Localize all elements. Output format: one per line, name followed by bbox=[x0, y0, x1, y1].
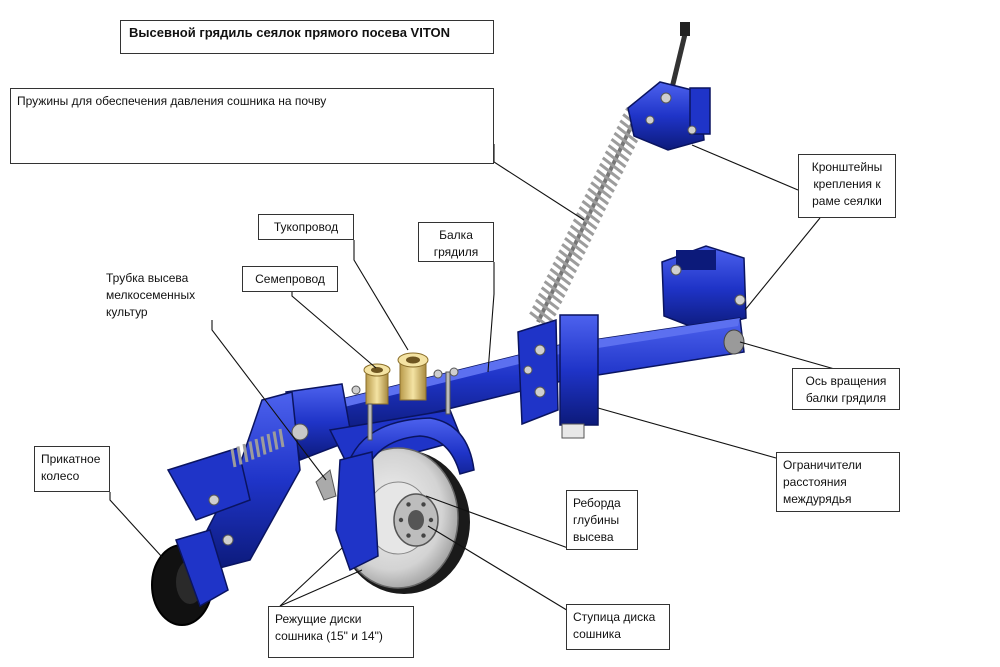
diagram-title: Высевной грядиль сеялок прямого посева V… bbox=[120, 20, 494, 54]
label-pivot-axis: Ось вращения балки грядиля bbox=[792, 368, 900, 410]
spring-coil bbox=[581, 199, 604, 218]
hub-bolt bbox=[398, 517, 404, 523]
rear-mount-bracket bbox=[661, 245, 747, 331]
spring-coil bbox=[569, 224, 592, 243]
front-spring-coil bbox=[278, 428, 285, 448]
spring-coil bbox=[552, 261, 575, 280]
spring-coil bbox=[549, 267, 572, 286]
front-spring-coil bbox=[254, 438, 261, 458]
spring-coil bbox=[616, 125, 639, 144]
front-spring-coil bbox=[260, 436, 267, 455]
spring-coil bbox=[532, 304, 554, 323]
spring-coil bbox=[587, 187, 610, 206]
spring-coil bbox=[578, 206, 601, 224]
disc-hub bbox=[393, 493, 439, 547]
beam-bolts bbox=[351, 365, 533, 441]
spring-coil bbox=[537, 292, 560, 311]
label-depth-flange: Реборда глубины высева bbox=[566, 490, 638, 550]
label-disc-hub: Ступица диска сошника bbox=[566, 604, 670, 650]
label-seed-tube: Семепровод bbox=[242, 266, 338, 292]
spring-coil bbox=[584, 193, 607, 212]
label-press-wheel: Прикатное колесо bbox=[34, 446, 110, 492]
row-limiter-block bbox=[517, 314, 599, 439]
depth-flange bbox=[335, 417, 475, 572]
fertilizer-tube-fitting bbox=[397, 352, 429, 401]
spring-coil bbox=[607, 144, 630, 162]
label-springs: Пружины для обеспечения давления сошника… bbox=[10, 88, 494, 164]
label-fertilizer-tube: Тукопровод bbox=[258, 214, 354, 240]
spring-coil bbox=[610, 138, 633, 156]
hub-bolt bbox=[428, 517, 434, 523]
spring-coil bbox=[566, 230, 589, 249]
front-spring-coil bbox=[272, 431, 279, 450]
spring-coil bbox=[593, 175, 615, 193]
hub-bolt bbox=[406, 502, 411, 507]
seed-tube-fitting bbox=[363, 363, 391, 405]
spring-coil bbox=[558, 249, 580, 268]
front-spring-coil bbox=[248, 441, 255, 460]
spring-coil bbox=[590, 181, 612, 200]
spring-coil bbox=[534, 298, 557, 317]
spring-coil bbox=[561, 243, 583, 261]
front-spring-coil bbox=[236, 446, 243, 465]
spring-coil bbox=[596, 168, 618, 187]
pressure-spring bbox=[529, 107, 647, 329]
spring-coil bbox=[598, 162, 621, 181]
spring-coil bbox=[555, 255, 578, 274]
spring-coil bbox=[546, 274, 569, 292]
hub-bolt bbox=[421, 502, 426, 507]
spring-coil bbox=[601, 156, 624, 175]
label-small-seed-tube: Трубка высева мелкосеменных культур bbox=[106, 271, 196, 319]
label-row-limiters: Ограничители расстояния междурядья bbox=[776, 452, 900, 512]
small-seed-tube bbox=[315, 469, 337, 501]
leader-lines bbox=[109, 144, 839, 613]
label-brackets: Кронштейны крепления к раме сеялки bbox=[798, 154, 896, 218]
spring-coil bbox=[575, 212, 598, 230]
hub-bolt bbox=[406, 533, 411, 538]
press-wheel bbox=[151, 529, 229, 626]
front-spring-coil bbox=[230, 448, 237, 468]
spring-coil bbox=[564, 236, 586, 255]
label-cutting-discs: Режущие диски сошника (15" и 14") bbox=[268, 606, 414, 658]
spring-coil bbox=[543, 280, 566, 298]
hub-bolt bbox=[421, 533, 426, 538]
label-beam: Балка грядиля bbox=[418, 222, 494, 262]
front-spring-coil bbox=[266, 433, 273, 453]
front-spring-coil bbox=[242, 443, 249, 463]
spring-coil bbox=[613, 131, 636, 150]
upper-mount-bracket bbox=[627, 22, 711, 151]
spring-coil bbox=[572, 218, 595, 237]
spring-coil bbox=[604, 150, 627, 169]
spring-coil bbox=[540, 286, 563, 305]
